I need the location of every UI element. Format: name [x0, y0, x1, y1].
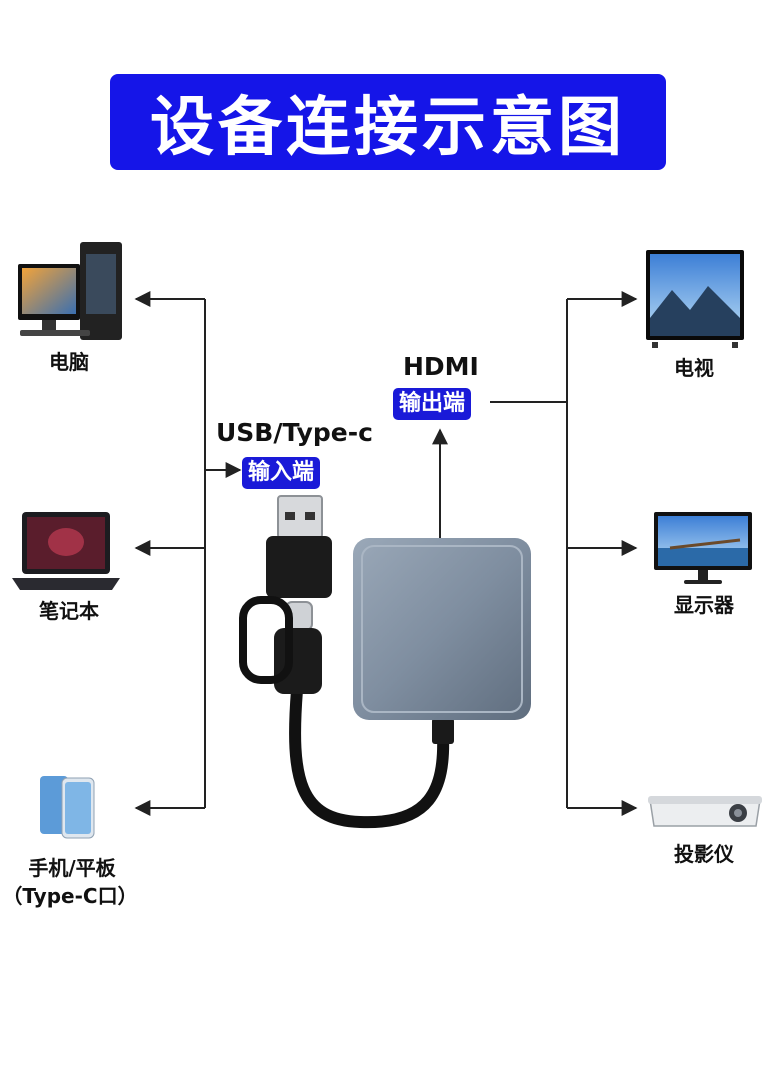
- usb-cable: [289, 684, 450, 829]
- device-label-phone: 手机/平板: [28, 856, 116, 880]
- right-bracket-lines: [432, 291, 638, 816]
- device-label-tv: 电视: [674, 356, 714, 380]
- output-title: HDMI: [403, 352, 479, 381]
- desktop-pc-picture: [18, 242, 122, 340]
- monitor-picture: [654, 512, 752, 584]
- laptop-picture: [12, 512, 120, 590]
- cable-strain-relief: [432, 718, 454, 744]
- device-label-laptop: 笔记本: [39, 599, 99, 623]
- usb-a-connector: [266, 495, 332, 598]
- usb-c-connector: [239, 596, 322, 694]
- device-label-pc: 电脑: [49, 350, 89, 374]
- left-bracket-lines: [134, 291, 242, 816]
- device-label-monitor: 显示器: [674, 593, 734, 617]
- title-banner: 设备连接示意图: [110, 74, 666, 170]
- device-sublabel-phone: （Type-C口）: [2, 884, 138, 908]
- tv-picture: [646, 250, 744, 348]
- phone-picture: [40, 776, 95, 839]
- input-tag: 输入端: [242, 457, 321, 489]
- output-tag: 输出端: [393, 388, 472, 420]
- input-title: USB/Type-c: [216, 418, 373, 447]
- diagram-title: 设备连接示意图: [150, 91, 626, 165]
- hdmi-adapter: [353, 538, 531, 720]
- projector-picture: [648, 796, 762, 827]
- device-label-projector: 投影仪: [674, 842, 734, 866]
